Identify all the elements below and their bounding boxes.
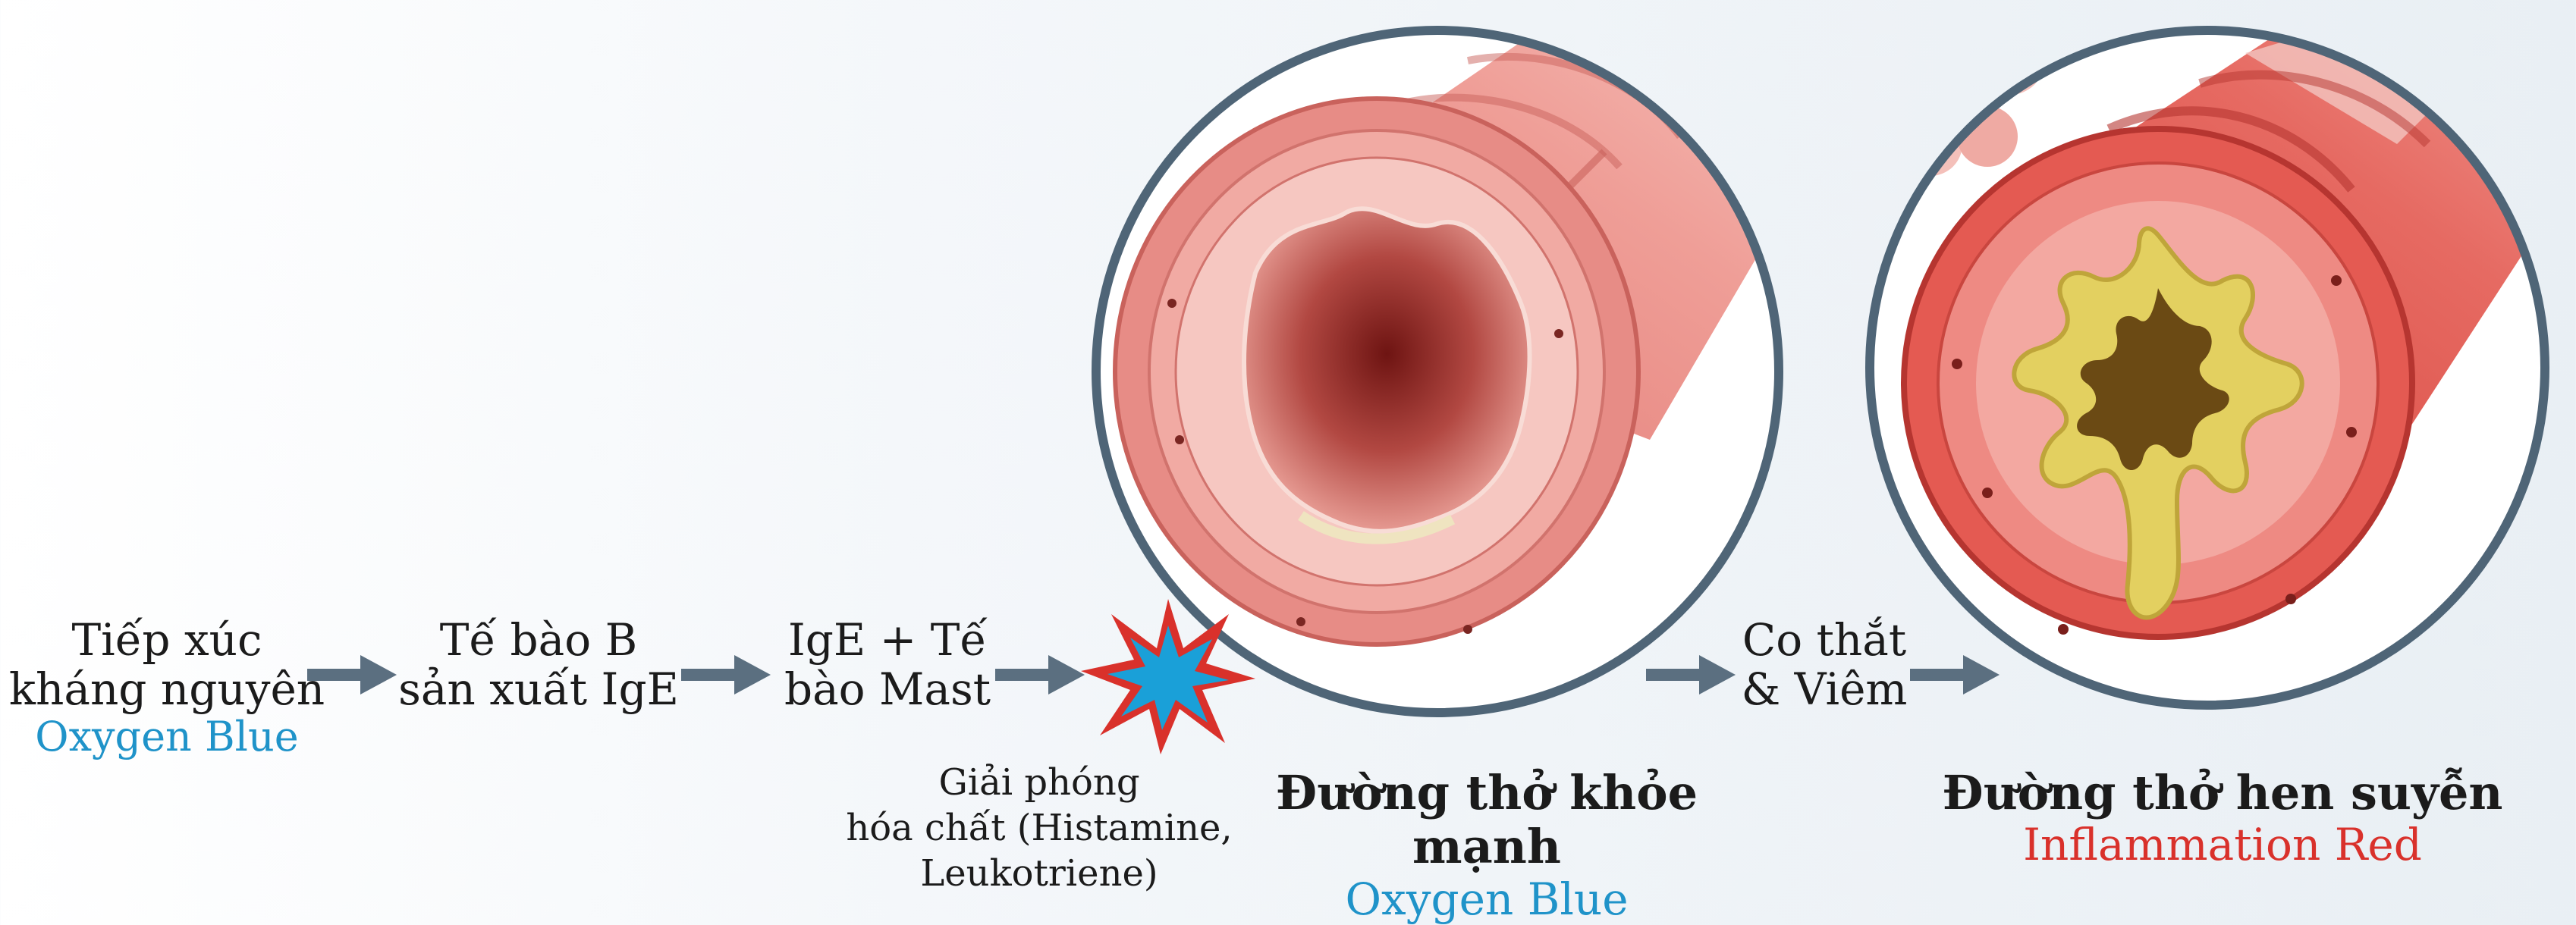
release-line1: Giải phóng xyxy=(842,760,1236,805)
step-bcell-line2: sản xuất IgE xyxy=(394,665,683,714)
release-line3: Leukotriene) xyxy=(842,851,1236,896)
step-allergen-line2: kháng nguyên xyxy=(8,665,326,714)
healthy-airway-subtitle: Oxygen Blue xyxy=(1206,874,1767,925)
healthy-airway-caption: Đường thở khỏe mạnh Oxygen Blue xyxy=(1206,766,1767,924)
step-allergen-exposure: Tiếp xúc kháng nguyên Oxygen Blue xyxy=(8,616,326,760)
step-mast-line2: bào Mast xyxy=(766,665,1009,714)
step-allergen-tag: Oxygen Blue xyxy=(8,714,326,760)
healthy-airway-title: Đường thở khỏe mạnh xyxy=(1206,766,1767,874)
asthma-airway-title: Đường thở hen suyễn xyxy=(1942,766,2503,820)
step-bcell-line1: Tế bào B xyxy=(394,616,683,665)
burst-icon xyxy=(1077,595,1259,754)
asthma-airway-subtitle: Inflammation Red xyxy=(1942,820,2503,870)
arrow-right-icon xyxy=(681,652,772,698)
step-mast-line1: IgE + Tế xyxy=(766,616,1009,665)
chemical-release-note: Giải phóng hóa chất (Histamine, Leukotri… xyxy=(842,760,1236,896)
airway-asthma-illustration xyxy=(1866,8,2549,735)
release-line2: hóa chất (Histamine, xyxy=(842,805,1236,851)
step-ige-mast-cell: IgE + Tế bào Mast xyxy=(766,616,1009,714)
step-allergen-line1: Tiếp xúc xyxy=(8,616,326,665)
arrow-right-icon xyxy=(307,652,398,698)
asthma-airway-caption: Đường thở hen suyễn Inflammation Red xyxy=(1942,766,2503,870)
step-b-cell-ige: Tế bào B sản xuất IgE xyxy=(394,616,683,714)
arrow-right-icon xyxy=(995,652,1086,698)
